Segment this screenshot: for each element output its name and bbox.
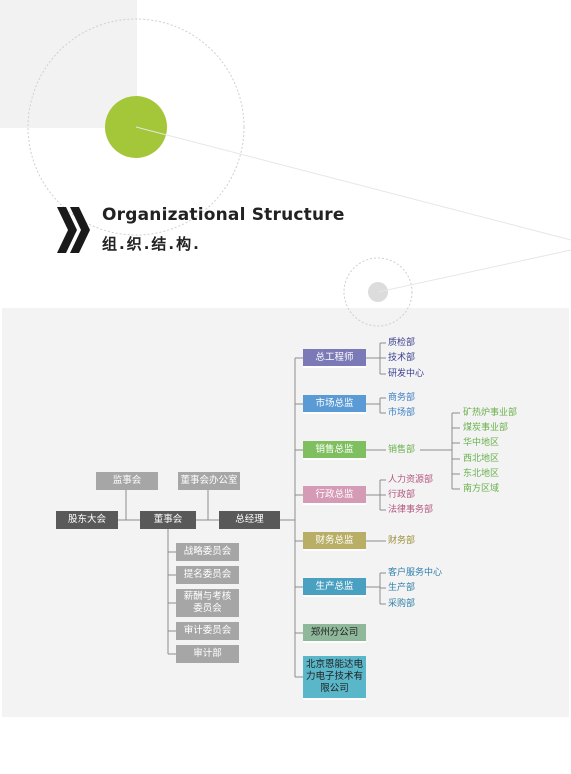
dept-box-sales: 销售总监 (303, 441, 366, 460)
dept-box-production: 生产总监 (303, 578, 366, 597)
committee-box: 审计委员会 (176, 622, 239, 640)
leaf-item: 生产部 (388, 583, 416, 593)
leaf-item: 客户服务中心 (388, 568, 443, 578)
dept-box-beijing-subsidiary: 北京恩能达电力电子技术有限公司 (303, 656, 366, 700)
leaf-item: 法律事务部 (388, 505, 434, 515)
region-item: 华中地区 (463, 438, 500, 448)
leaf-item: 人力资源部 (388, 475, 434, 485)
deco-line (135, 126, 571, 241)
dept-box-admin: 行政总监 (303, 486, 366, 505)
committee-box: 提名委员会 (176, 566, 239, 584)
leaf-item: 销售部 (388, 445, 416, 455)
supervisors-box: 监事会 (96, 472, 158, 490)
committee-box: 审计部 (176, 645, 239, 663)
leaf-item: 财务部 (388, 536, 416, 546)
dept-box-zhengzhou: 郑州分公司 (303, 624, 366, 643)
leaf-item: 商务部 (388, 393, 416, 403)
dept-box-chief-engineer: 总工程师 (303, 349, 366, 368)
leaf-item: 质检部 (388, 338, 416, 348)
leaf-item: 研发中心 (388, 369, 425, 379)
region-item: 南方区域 (463, 484, 500, 494)
dept-box-marketing: 市场总监 (303, 395, 366, 414)
region-item: 矿热炉事业部 (463, 408, 518, 418)
committee-box: 薪酬与考核委员会 (176, 589, 239, 617)
dept-box-finance: 财务总监 (303, 532, 366, 551)
board-office-box: 董事会办公室 (178, 472, 240, 490)
leaf-item: 行政部 (388, 490, 416, 500)
title-english: Organizational Structure (102, 205, 345, 225)
committee-box: 战略委员会 (176, 543, 239, 561)
leaf-item: 市场部 (388, 408, 416, 418)
double-chevron-icon (57, 207, 90, 253)
region-item: 西北地区 (463, 454, 500, 464)
gm-box: 总经理 (219, 511, 280, 529)
title-chinese: 组.织.结.构. (102, 235, 201, 253)
region-item: 煤炭事业部 (463, 423, 509, 433)
large-dotted-circle (27, 18, 245, 236)
region-item: 东北地区 (463, 469, 500, 479)
leaf-item: 技术部 (388, 353, 416, 363)
board-box: 董事会 (140, 511, 196, 529)
deco-line-2 (377, 249, 571, 293)
leaf-item: 采购部 (388, 599, 416, 609)
shareholders-box: 股东大会 (56, 511, 118, 529)
small-dotted-circle (343, 257, 413, 327)
